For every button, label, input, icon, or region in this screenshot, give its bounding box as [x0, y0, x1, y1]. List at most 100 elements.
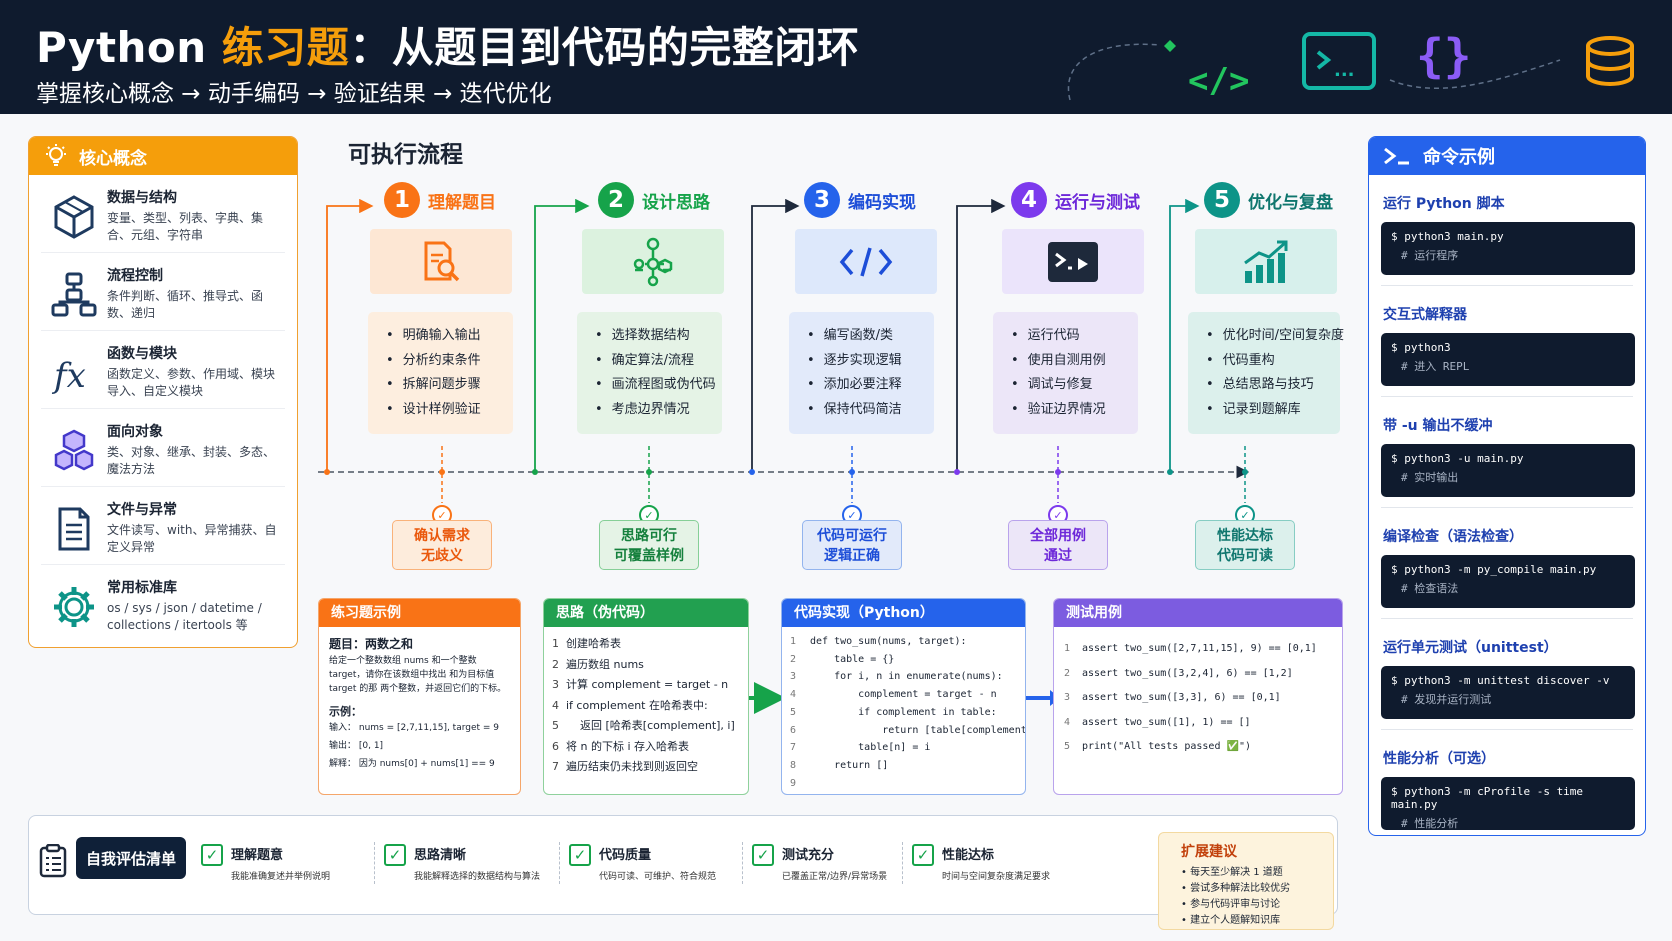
problem-label: 题目：两数之和: [329, 637, 414, 651]
command-comment: # 性能分析: [1401, 817, 1459, 830]
svg-text:fx: fx: [51, 356, 86, 396]
step-5-iconbox: [1195, 229, 1337, 294]
checkpoint-line: 通过: [1044, 548, 1072, 564]
step-5-bullets: 优化时间/空间复杂度代码重构总结思路与技巧记录到题解库: [1188, 312, 1344, 434]
concept-desc: 类、对象、继承、封装、多态、魔法方法: [107, 445, 276, 476]
step-number: 2: [598, 182, 634, 218]
command-item: 编译检查（语法检查） $ python3 -m py_compile main.p…: [1381, 508, 1635, 619]
bullet-item: 优化时间/空间复杂度: [1206, 324, 1344, 349]
bullet-item: 总结思路与技巧: [1206, 373, 1340, 398]
page-title: Python 练习题：从题目到代码的完整闭环: [36, 23, 860, 72]
checkpoint-line: 思路可行: [621, 528, 677, 544]
command-terminal[interactable]: $ python3 -m cProfile -s time main.py# 性…: [1381, 777, 1635, 830]
document-icon: [58, 507, 90, 551]
checkbox-icon: ✓: [384, 844, 406, 866]
svg-text:</>: </>: [1188, 61, 1249, 101]
command-terminal[interactable]: $ python3 main.py# 运行程序: [1381, 222, 1635, 275]
command-title: 运行单元测试（unittest）: [1383, 640, 1558, 656]
step-number: 4: [1011, 182, 1047, 218]
step-2-bullets: 选择数据结构确定算法/流程画流程图或伪代码考虑边界情况: [577, 312, 722, 434]
bullet-item: 拆解问题步骤: [386, 373, 513, 398]
problem-desc: 给定一个整数数组 nums 和一个整数 target，请你在该数组中找出 和为目…: [329, 656, 507, 694]
command-item: 交互式解释器$ python3# 进入 REPL: [1381, 286, 1635, 397]
command-terminal[interactable]: $ python3 -m unittest discover -v# 发现并运行…: [1381, 666, 1635, 719]
example-output: 输出： [0, 1]: [329, 741, 384, 751]
step-1-iconbox: [370, 229, 512, 294]
command-item: 运行 Python 脚本 $ python3 main.py# 运行程序: [1381, 175, 1635, 286]
code-line: 3 for i, n in enumerate(nums):: [790, 671, 1003, 683]
concept-desc: 文件读写、with、异常捕获、自定义异常: [107, 523, 277, 554]
code-line: 5 if complement in table:: [790, 706, 997, 718]
command-terminal[interactable]: $ python3 -u main.py# 实时输出: [1381, 444, 1635, 497]
bullet-item: 编写函数/类: [807, 324, 934, 349]
checklist-desc: 时间与空间复杂度满足要求: [942, 872, 1051, 882]
bullet-item: 保持代码简洁: [807, 398, 934, 423]
code-line: 2 table = {}: [790, 653, 895, 665]
structure-icon: [633, 237, 673, 286]
extension-item: • 尝试多种解法比较优劣: [1181, 883, 1291, 894]
concept-files-exceptions: 文件与异常文件读写、with、异常捕获、自定义异常: [41, 487, 285, 565]
flowchart-icon: [51, 272, 97, 317]
command-title: 带 -u 输出不缓冲: [1383, 418, 1493, 434]
commands-header: 命令示例: [1369, 137, 1645, 175]
example-input: 输入： nums = [2,7,11,15], target = 9: [329, 723, 500, 733]
code-tag-icon: </>: [1188, 61, 1249, 101]
checkbox-icon: ✓: [752, 844, 774, 866]
concept-functions-modules: fx 函数与模块函数定义、参数、作用域、模块导入、自定义模块: [41, 331, 285, 409]
command-terminal[interactable]: $ python3# 进入 REPL: [1381, 333, 1635, 386]
self-assessment-button[interactable]: 自我评估清单: [76, 837, 186, 879]
code-line: 4 complement = target - n: [790, 689, 997, 701]
checklist-title: 测试充分: [782, 848, 835, 863]
bullet-item: 添加必要注释: [807, 373, 934, 398]
command-item: 带 -u 输出不缓冲 $ python3 -u main.py# 实时输出: [1381, 397, 1635, 508]
divider: [902, 842, 903, 884]
bullet-item: 设计样例验证: [386, 398, 513, 423]
step-1-checkpoint: 确认需求无歧义: [392, 520, 492, 570]
bullet-item: 记录到题解库: [1206, 398, 1340, 423]
objects-icon: [54, 429, 94, 471]
checklist-title: 性能达标: [942, 848, 995, 863]
code-line: 9: [790, 777, 797, 789]
checkpoint-line: 代码可运行: [817, 528, 887, 544]
bullet-item: 逐步实现逻辑: [807, 349, 934, 374]
prompt-icon: [1384, 147, 1409, 165]
command-line: $ python3: [1391, 341, 1451, 354]
self-assessment-bar: 自我评估清单 ✓理解题意我能准确复述并举例说明 ✓思路清晰我能解释选择的数据结构…: [28, 815, 1338, 915]
divider: [742, 842, 743, 884]
concept-title: 常用标准库: [107, 580, 177, 596]
step-4-checkpoint: 全部用例通过: [1008, 520, 1108, 570]
braces-icon: {}: [1416, 29, 1471, 83]
extension-item: • 参与代码评审与讨论: [1181, 899, 1281, 910]
command-title: 编译检查（语法检查）: [1383, 529, 1523, 545]
bullet-item: 验证边界情况: [1011, 398, 1138, 423]
step-5-checkpoint: 性能达标代码可读: [1195, 520, 1295, 570]
command-item: 运行单元测试（unittest） $ python3 -m unittest di…: [1381, 619, 1635, 730]
extension-title: 扩展建议: [1181, 844, 1237, 860]
bullet-item: 确定算法/流程: [595, 349, 722, 374]
core-concepts-header: 核心概念: [29, 137, 297, 175]
lightbulb-icon: [46, 144, 66, 166]
bullet-item: 选择数据结构: [595, 324, 722, 349]
step-2-checkpoint: 思路可行可覆盖样例: [599, 520, 699, 570]
command-title: 运行 Python 脚本: [1383, 196, 1505, 212]
flow-title: 可执行流程: [348, 142, 463, 168]
bullet-item: 代码重构: [1206, 349, 1340, 374]
command-terminal[interactable]: $ python3 -m py_compile main.py# 检查语法: [1381, 555, 1635, 608]
checkpoint-line: 全部用例: [1030, 528, 1086, 544]
svg-text:{}: {}: [1416, 29, 1471, 83]
checklist-desc: 代码可读、可维护、符合规范: [599, 872, 717, 882]
example-card: 练习题示例 题目：两数之和 给定一个整数数组 nums 和一个整数 target…: [318, 598, 521, 795]
